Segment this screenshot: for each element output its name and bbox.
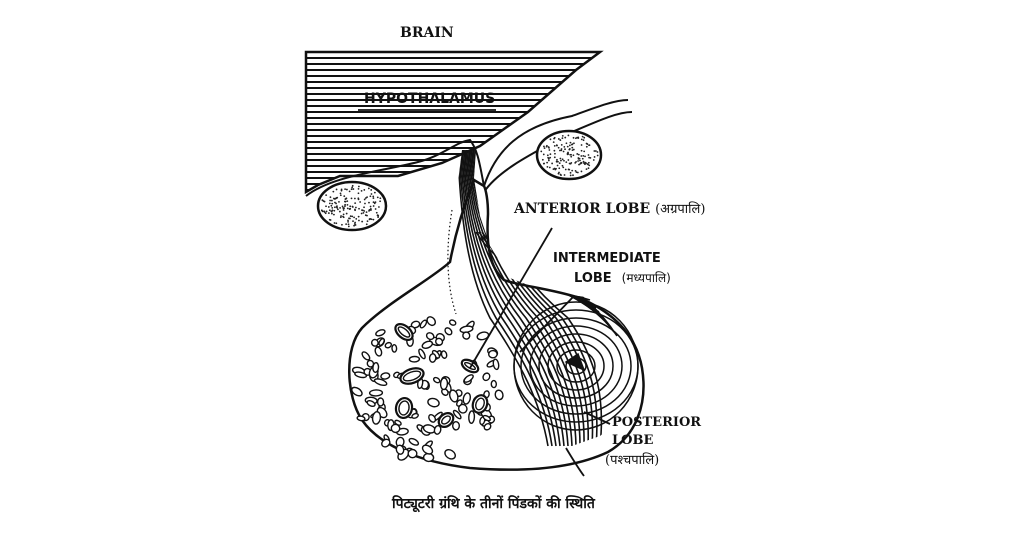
intermediate-lobe-label-line1: INTERMEDIATE bbox=[553, 251, 661, 266]
posterior-lobe-hindi: (पश्चपालि) bbox=[605, 453, 660, 468]
intermediate-lobe-hindi: (मध्यपालि) bbox=[621, 271, 671, 285]
figure-caption: पिट्यूटरी ग्रंथि के तीनों पिंडकों की स्थ… bbox=[392, 496, 595, 512]
posterior-lobe-pattern bbox=[513, 301, 639, 431]
posterior-tail bbox=[565, 447, 585, 477]
anterior-lobe-label: ANTERIOR LOBE (अग्रपालि) bbox=[514, 201, 706, 217]
posterior-lobe-label-line1: POSTERIOR bbox=[612, 415, 702, 430]
posterior-pointer bbox=[583, 411, 611, 425]
posterior-lobe-label-line2: LOBE bbox=[612, 433, 654, 448]
anterior-pointer bbox=[469, 227, 553, 369]
anterior-lobe-hindi: (अग्रपालि) bbox=[655, 202, 706, 217]
pointer-lines bbox=[358, 109, 611, 477]
intermediate-lobe-text: LOBE bbox=[574, 271, 612, 286]
right-oval bbox=[535, 129, 603, 181]
anterior-lobe-text: ANTERIOR LOBE bbox=[514, 201, 651, 217]
hypothalamus-label: HYPOTHALAMUS bbox=[364, 91, 496, 107]
intermediate-lobe-label-line2: LOBE (मध्यपालि) bbox=[574, 271, 671, 286]
brain-label: BRAIN bbox=[400, 25, 454, 41]
intermediate-pointer bbox=[519, 295, 575, 353]
left-oval bbox=[316, 180, 388, 232]
